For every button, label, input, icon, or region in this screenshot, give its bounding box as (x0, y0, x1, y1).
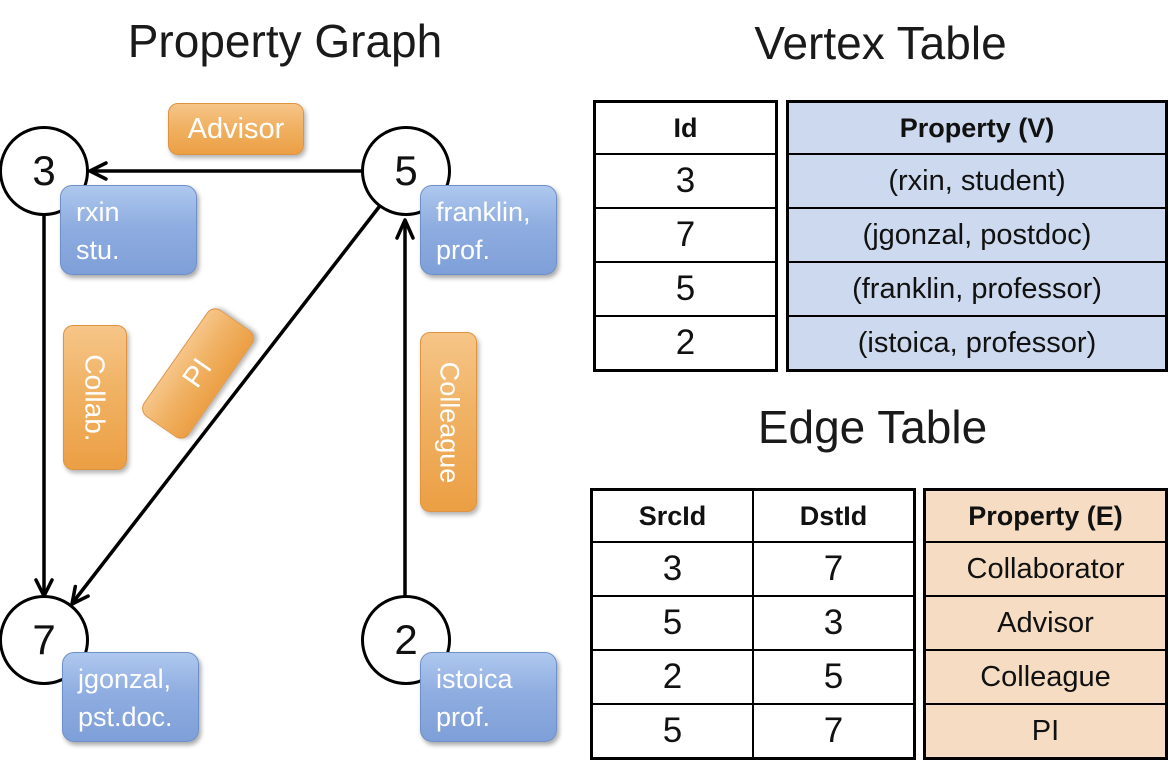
edge-table-srcid-cell: 3 (593, 543, 754, 595)
edge-table-dstid-cell: 7 (823, 549, 844, 588)
node-5-id: 5 (394, 147, 418, 194)
edge-label-colleague-text: Colleague (434, 361, 464, 483)
vertex-box-rxin-line2: stu. (76, 235, 120, 266)
graph-node-5: 5 (361, 126, 451, 216)
vertex-table-property-cell: (rxin, student) (789, 153, 1165, 207)
vertex-box-istoica: istoica prof. (420, 652, 557, 742)
edge-table-property-cell: Colleague (926, 649, 1165, 703)
edge-table-id-columns: SrcId DstId 3 7 5 3 2 5 5 7 (590, 488, 916, 760)
edge-label-collab-text: Collab. (80, 353, 112, 442)
edge-label-colleague: Colleague (420, 332, 477, 512)
edge-label-collab: Collab. (63, 325, 127, 470)
edge-table-srcid-cell: 5 (593, 705, 754, 757)
vertex-box-jgonzal: jgonzal, pst.doc. (62, 652, 199, 742)
vertex-table-property-cell: (istoica, professor) (789, 315, 1165, 369)
edge-table-srcid-cell: 2 (593, 651, 754, 703)
vertex-table-id-cell: 7 (596, 207, 775, 261)
vertex-table-header-id: Id (673, 112, 698, 143)
edge-table-dstid-cell: 5 (823, 657, 844, 696)
edge-table-property-column: Property (E) Collaborator Advisor Collea… (923, 488, 1168, 760)
vertex-table-id-column: Id 3 7 5 2 (593, 100, 778, 372)
edge-table-property-cell: PI (926, 703, 1165, 757)
vertex-table-property-cell: (jgonzal, postdoc) (789, 207, 1165, 261)
edge-table-header-property: Property (E) (926, 491, 1165, 541)
vertex-table-id-cell: 2 (596, 315, 775, 369)
graph-node-7: 7 (0, 595, 89, 685)
vertex-table-property-cell: (franklin, professor) (789, 261, 1165, 315)
edge-pi-line (72, 205, 381, 603)
edge-colleague-arrowhead (395, 218, 415, 240)
property-graph-title: Property Graph (127, 15, 443, 67)
vertex-table-title: Vertex Table (754, 17, 1007, 69)
edge-label-advisor-text: Advisor (187, 112, 285, 145)
vertex-table-id-cell: 5 (596, 261, 775, 315)
vertex-table-header-property: Property (V) (789, 103, 1165, 153)
edge-table-header-srcid: SrcId (593, 491, 754, 541)
graph-node-3: 3 (0, 126, 89, 216)
vertex-table-property-column: Property (V) (rxin, student) (jgonzal, p… (786, 100, 1168, 372)
edge-table-header-dstid: DstId (799, 500, 868, 531)
vertex-box-franklin-line2: prof. (436, 235, 491, 266)
vertex-box-rxin: rxin stu. (60, 185, 197, 275)
edge-table-dstid-cell: 7 (823, 711, 844, 750)
vertex-box-istoica-line2: prof. (436, 702, 491, 733)
node-7-id: 7 (32, 616, 56, 663)
edge-advisor-arrowhead (88, 161, 108, 181)
edge-table-dstid-cell: 3 (823, 603, 844, 642)
vertex-box-franklin-line1: franklin, (436, 197, 531, 227)
vertex-box-franklin: franklin, prof. (420, 185, 557, 275)
node-2-id: 2 (394, 616, 418, 663)
edge-label-advisor: Advisor (168, 103, 304, 155)
edge-table-property-cell: Advisor (926, 595, 1165, 649)
edge-label-pi-text: PI (176, 352, 219, 394)
vertex-table-id-cell: 3 (596, 153, 775, 207)
node-3-id: 3 (32, 147, 56, 194)
vertex-box-rxin-line1: rxin (76, 197, 120, 227)
vertex-box-jgonzal-line1: jgonzal, (78, 664, 172, 694)
edge-table-srcid-cell: 5 (593, 597, 754, 649)
edge-table-title: Edge Table (757, 401, 988, 453)
vertex-box-istoica-line1: istoica (436, 664, 513, 694)
vertex-box-jgonzal-line2: pst.doc. (78, 702, 173, 733)
edge-table-property-cell: Collaborator (926, 541, 1165, 595)
